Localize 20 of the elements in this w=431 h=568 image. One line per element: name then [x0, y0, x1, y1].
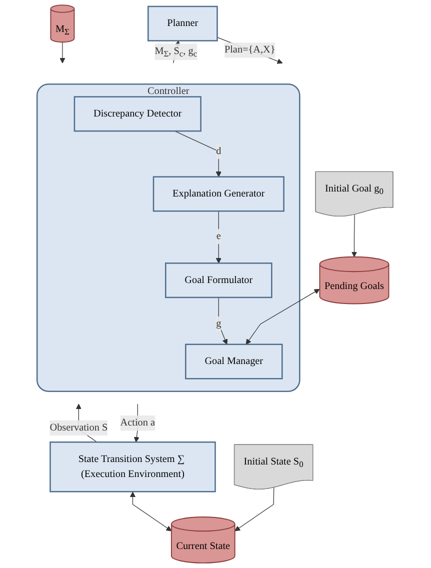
node-box: Planner: [148, 6, 218, 42]
arrow: [235, 487, 275, 532]
edge-label: d: [216, 146, 222, 156]
node-box: Explanation Generator: [153, 176, 285, 212]
node-box: Goal Formulator: [165, 262, 273, 298]
node-box: Goal Manager: [186, 344, 284, 380]
edge-label: g: [216, 318, 222, 330]
arrow: [130, 492, 172, 532]
arrow: [352, 214, 358, 258]
arrow: [174, 130, 222, 178]
edge-label: Observation S: [50, 422, 108, 433]
edge-label: Plan={A,X}: [224, 44, 276, 56]
arrow: [216, 210, 222, 264]
node-box: Discrepancy Detector: [74, 96, 202, 132]
arrow: [60, 42, 66, 64]
edge-label: Action a: [120, 417, 156, 428]
arrow: [246, 288, 320, 345]
edge-label: e: [216, 230, 222, 242]
edge-label: M$_{Σ}$, S$_{c}$, g$_{c}$: [155, 46, 198, 58]
node-box: State Transition System ∑ (Execution Environment): [50, 442, 216, 492]
